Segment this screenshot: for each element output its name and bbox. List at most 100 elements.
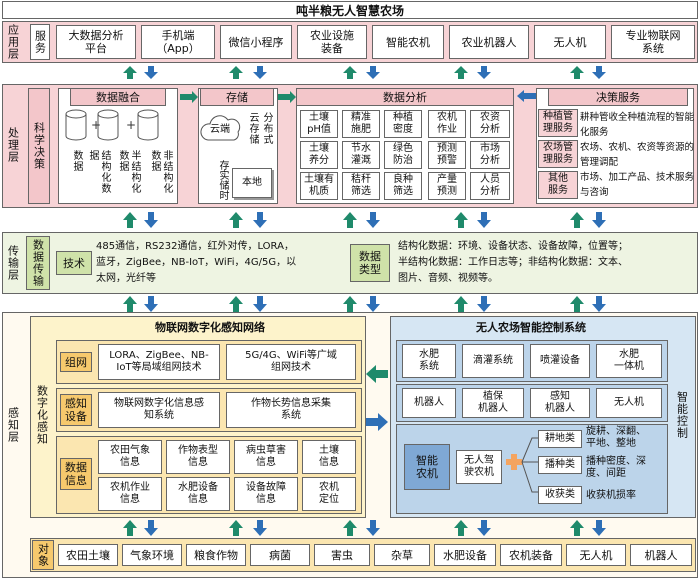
sowing-desc: 播种密度、深 度、间距	[586, 456, 646, 479]
data-type-text: 结构化数据：环境、设备状态、设备故障，位置等； 半结构化数据：工作日志等；非结构…	[398, 241, 628, 284]
sensing-growth-system: 作物长势信息采集 系统	[226, 392, 356, 428]
data-analysis-title: 数据分析	[296, 88, 514, 106]
up-arrow-icon	[570, 520, 584, 536]
processing-layer-label: 处理层	[6, 127, 20, 163]
analysis-soil-ph: 土壤 pH值	[300, 110, 338, 138]
cloud-storage-label: 云存储	[247, 112, 258, 145]
down-arrow-icon	[366, 212, 380, 228]
analysis-resources: 农资 分析	[470, 110, 510, 138]
down-arrow-icon	[253, 66, 267, 79]
down-arrow-icon	[144, 66, 158, 79]
right-arrow-icon	[366, 413, 388, 431]
analysis-machine-op: 农机 作业	[428, 110, 466, 138]
up-arrow-icon	[343, 296, 357, 312]
datainfo-label: 数据 信息	[60, 458, 92, 490]
ctrl-sprinkler: 喷灌设备	[530, 344, 590, 378]
service-smart-machine: 智能农机	[372, 25, 444, 59]
diagram-title: 吨半粮无人智慧农场	[2, 1, 698, 19]
svg-text:+: +	[91, 118, 101, 132]
ctrl-smart-machine: 智能 农机	[404, 444, 450, 490]
smart-control-label: 智能控制	[675, 391, 689, 439]
sensing-label: 感知 设备	[60, 394, 92, 426]
analysis-soil-organic: 土壤有 机质	[300, 172, 338, 200]
decision-other: 其他 服务	[538, 171, 578, 199]
up-arrow-icon	[454, 296, 468, 312]
database-icon	[97, 109, 119, 141]
down-arrow-icon	[144, 520, 158, 536]
control-title: 无人农场智能控制系统	[476, 320, 586, 334]
up-arrow-icon	[229, 520, 243, 536]
network-local: LORA、ZigBee、NB- IoT等局域组网技术	[98, 344, 220, 380]
up-arrow-icon	[229, 212, 243, 228]
up-arrow-icon	[123, 212, 137, 228]
ctrl-drip: 滴灌系统	[462, 344, 524, 378]
object-weed: 杂草	[374, 544, 430, 566]
arrows-app-proc	[123, 66, 606, 79]
arrows-transport-perception	[123, 296, 606, 312]
service-mobile-app: 手机端 （App）	[141, 25, 215, 59]
data-type-label: 数据 类型	[350, 244, 390, 282]
ctrl-sowing: 播种类	[538, 456, 582, 474]
down-arrow-icon	[366, 296, 380, 312]
info-position: 农机 定位	[302, 477, 356, 511]
analysis-market: 市场 分析	[470, 141, 510, 169]
up-arrow-icon	[570, 212, 584, 228]
analysis-yield: 产量 预测	[428, 172, 466, 200]
service-wechat: 微信小程序	[220, 25, 292, 59]
object-crop: 粮食作物	[186, 544, 246, 566]
database-icons: + +	[65, 109, 159, 141]
up-arrow-icon	[454, 212, 468, 228]
tech-text: 485通信，RS232通信，红外对传，LORA， 蓝牙，ZigBee，NB-Io…	[96, 241, 297, 284]
down-arrow-icon	[253, 212, 267, 228]
service-label: 服务	[30, 24, 50, 60]
ctrl-drone: 无人机	[596, 388, 662, 418]
up-arrow-icon	[454, 520, 468, 536]
service-robot: 农业机器人	[449, 25, 529, 59]
down-arrow-icon	[366, 520, 380, 536]
analysis-seed: 良种 筛选	[384, 172, 422, 200]
arrows-proc-transport	[123, 212, 606, 228]
decision-planting: 种植管 理服务	[538, 109, 578, 137]
decision-farm-mgmt: 农场管 理服务	[538, 140, 578, 168]
fusion-item-semi: 半结构化数据	[117, 150, 140, 194]
down-arrow-icon	[253, 296, 267, 312]
down-arrow-icon	[144, 296, 158, 312]
analysis-density: 种植 密度	[384, 110, 422, 138]
down-arrow-icon	[592, 520, 606, 536]
ctrl-tillage: 耕地类	[538, 430, 582, 448]
network-wide: 5G/4G、WiFi等广域 组网技术	[226, 344, 356, 380]
up-arrow-icon	[123, 520, 137, 536]
sensing-iot-system: 物联网数字化信息感 知系统	[98, 392, 220, 428]
application-layer-label: 应用层	[6, 24, 20, 60]
data-transport-label: 数据传输	[26, 236, 50, 290]
distributed-label: 分布式	[261, 112, 272, 145]
iot-title: 物联网数字化感知网络	[155, 320, 265, 334]
harvest-desc: 收获机损率	[586, 490, 636, 501]
plus-connector	[506, 437, 538, 493]
digital-perception-label: 数字化感知	[35, 385, 49, 445]
up-arrow-icon	[123, 66, 137, 79]
transport-layer-label: 传输层	[6, 245, 20, 281]
object-weather: 气象环境	[122, 544, 182, 566]
right-arrow-icon	[180, 91, 198, 103]
ctrl-sensing-robot: 感知 机器人	[530, 388, 590, 418]
info-fertigation: 水肥设备 信息	[166, 477, 230, 511]
down-arrow-icon	[144, 212, 158, 228]
arrows-objects	[123, 520, 606, 536]
analysis-water-irrigation: 节水 灌溉	[342, 141, 380, 169]
object-pathogen: 病菌	[250, 544, 310, 566]
object-robot: 机器人	[630, 544, 692, 566]
up-arrow-icon	[343, 66, 357, 79]
scientific-decision-label: 科学决策	[28, 88, 50, 204]
info-pest: 病虫草害 信息	[234, 440, 298, 474]
analysis-decision-arrows	[517, 90, 536, 102]
fusion-item-unstructured: 非结构化数据	[149, 150, 172, 194]
down-arrow-icon	[477, 296, 491, 312]
down-arrow-icon	[592, 66, 606, 79]
middle-arrows	[366, 365, 388, 431]
down-arrow-icon	[253, 520, 267, 536]
fusion-item-data: 数据	[71, 150, 82, 172]
object-drone: 无人机	[566, 544, 626, 566]
up-arrow-icon	[123, 296, 137, 312]
analysis-precise-fert: 精准 施肥	[342, 110, 380, 138]
